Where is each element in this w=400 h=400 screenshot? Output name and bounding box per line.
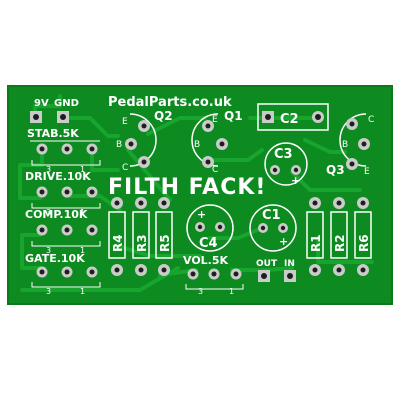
- capacitor-c3: C3 +: [264, 142, 308, 187]
- r5-label: R5: [158, 234, 172, 252]
- r3-label: R3: [135, 234, 149, 252]
- q3-b-label: B: [342, 140, 348, 150]
- pot-stab-label: STAB.5K: [27, 127, 79, 140]
- board-title: FILTH FACK!: [108, 175, 266, 200]
- capacitor-c4: + C4: [186, 204, 234, 252]
- power-pads: [30, 111, 69, 123]
- pot-drive-label: DRIVE.10K: [25, 170, 91, 183]
- c2-label: C2: [280, 112, 299, 127]
- pot-gate-pin3: 3: [46, 287, 51, 296]
- power-9v-label: 9V: [34, 98, 49, 109]
- q3-e-label: E: [364, 167, 370, 177]
- capacitor-c2: C2: [257, 103, 329, 131]
- pot-comp: COMP.10K 3 1: [25, 208, 101, 255]
- c4-plus: +: [197, 208, 206, 221]
- pot-vol: VOL.5K 3 1: [183, 254, 244, 296]
- pot-drive: DRIVE.10K 3 1: [25, 170, 101, 217]
- q2-label: Q2: [154, 109, 173, 123]
- r6-label: R6: [357, 234, 371, 252]
- resistor-r6: R6: [354, 197, 372, 276]
- resistor-r4: R4: [108, 197, 126, 276]
- capacitor-c1: C1 +: [249, 204, 297, 252]
- q3-label: Q3: [326, 163, 345, 177]
- pot-comp-label: COMP.10K: [25, 208, 88, 221]
- pot-stab-pin1: 1: [80, 165, 85, 174]
- q3-c-label: C: [368, 115, 374, 125]
- q2-b-label: B: [116, 140, 122, 150]
- out-label: OUT: [256, 259, 278, 269]
- transistor-q2: E B C Q2: [116, 109, 173, 173]
- resistor-r2: R2: [330, 197, 348, 276]
- pot-drive-pin1: 1: [80, 208, 85, 217]
- resistor-r3: R3: [132, 197, 150, 276]
- q2-e-label: E: [122, 117, 128, 127]
- c1-plus: +: [279, 235, 288, 248]
- r4-label: R4: [111, 234, 125, 252]
- pot-gate-pin1: 1: [80, 287, 85, 296]
- in-label: IN: [284, 259, 295, 269]
- pot-vol-pin1: 1: [229, 287, 234, 296]
- c4-label: C4: [199, 236, 218, 251]
- q1-label: Q1: [224, 109, 243, 123]
- pot-gate: GATE.10K 3 1: [25, 252, 101, 296]
- resistor-r5: R5: [155, 197, 173, 276]
- c3-label: C3: [274, 147, 293, 162]
- website-label: PedalParts.co.uk: [108, 95, 232, 110]
- transistor-q1: E B C Q1: [191, 109, 243, 175]
- q1-b-label: B: [194, 140, 200, 150]
- pot-comp-pin3: 3: [46, 246, 51, 255]
- c3-plus: +: [291, 174, 300, 187]
- q1-c-label: C: [212, 165, 218, 175]
- pot-gate-label: GATE.10K: [25, 252, 85, 265]
- pot-drive-pin3: 3: [46, 208, 51, 217]
- pot-vol-label: VOL.5K: [183, 254, 229, 267]
- q1-e-label: E: [212, 115, 218, 125]
- pot-comp-pin1: 1: [80, 246, 85, 255]
- r1-label: R1: [309, 234, 323, 252]
- q2-c-label: C: [122, 163, 128, 173]
- r2-label: R2: [333, 234, 347, 252]
- pot-stab: STAB.5K 3 1: [27, 127, 101, 174]
- jack-pads: OUT IN: [256, 259, 296, 282]
- resistor-r1: R1: [306, 197, 324, 276]
- pot-stab-pin3: 3: [46, 165, 51, 174]
- c1-label: C1: [262, 208, 281, 223]
- power-gnd-label: GND: [54, 98, 79, 109]
- transistor-q3: C B E Q3: [326, 113, 374, 177]
- pot-vol-pin3: 3: [198, 287, 203, 296]
